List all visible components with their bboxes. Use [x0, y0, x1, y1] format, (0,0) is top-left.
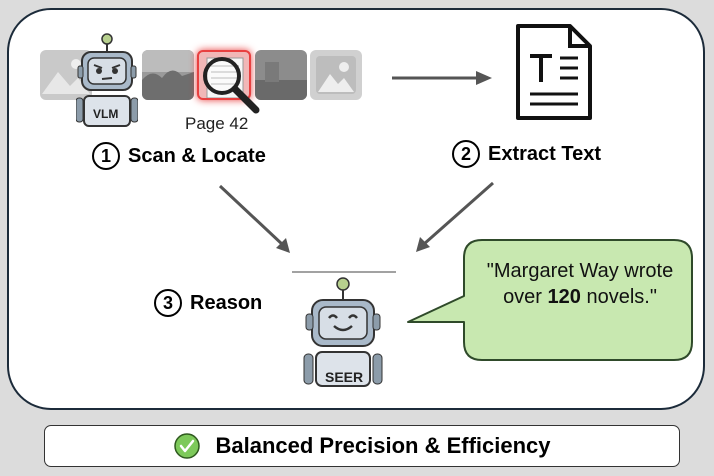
step-extract-text: 2 Extract Text: [452, 140, 601, 168]
step-label-text: Extract Text: [488, 142, 602, 165]
photo-icon: [142, 50, 194, 100]
text-document-icon: [516, 24, 592, 120]
image-thumbnail-5: [310, 50, 362, 100]
step-scan-locate: 1 Scan & Locate: [92, 142, 266, 170]
magnifier-icon: [203, 57, 260, 114]
quote-text: "Margaret Way wrote over: [486, 260, 674, 308]
quote-highlight: 120: [547, 286, 581, 308]
seer-robot-tag: SEER: [325, 369, 364, 385]
step-label-text: Reason: [190, 291, 263, 314]
arrow-right-icon: [392, 71, 492, 85]
step-reason: 3 Reason: [154, 289, 262, 317]
step-number-badge: 3: [154, 289, 182, 317]
landscape-icon: [316, 56, 356, 94]
vlm-robot-tag: VLM: [93, 107, 119, 121]
step-number-badge: 1: [92, 142, 120, 170]
checkmark-icon: [174, 433, 201, 459]
speech-bubble-text: "Margaret Way wrote over 120 novels.": [480, 258, 680, 310]
step-number-badge: 2: [452, 140, 480, 168]
vlm-robot-icon: [76, 33, 138, 127]
summary-title: Balanced Precision & Efficiency: [215, 433, 551, 458]
page-number-label: Page 42: [185, 114, 249, 133]
quote-text: novels.": [580, 286, 657, 308]
seer-robot-icon: [303, 277, 383, 387]
image-thumbnail-2: [142, 50, 194, 100]
speech-bubble: [407, 239, 693, 361]
step-label-text: Scan & Locate: [128, 144, 266, 167]
image-thumbnail-4: [255, 50, 307, 100]
photo-icon: [255, 62, 307, 100]
summary-banner: Balanced Precision & Efficiency: [44, 425, 680, 467]
